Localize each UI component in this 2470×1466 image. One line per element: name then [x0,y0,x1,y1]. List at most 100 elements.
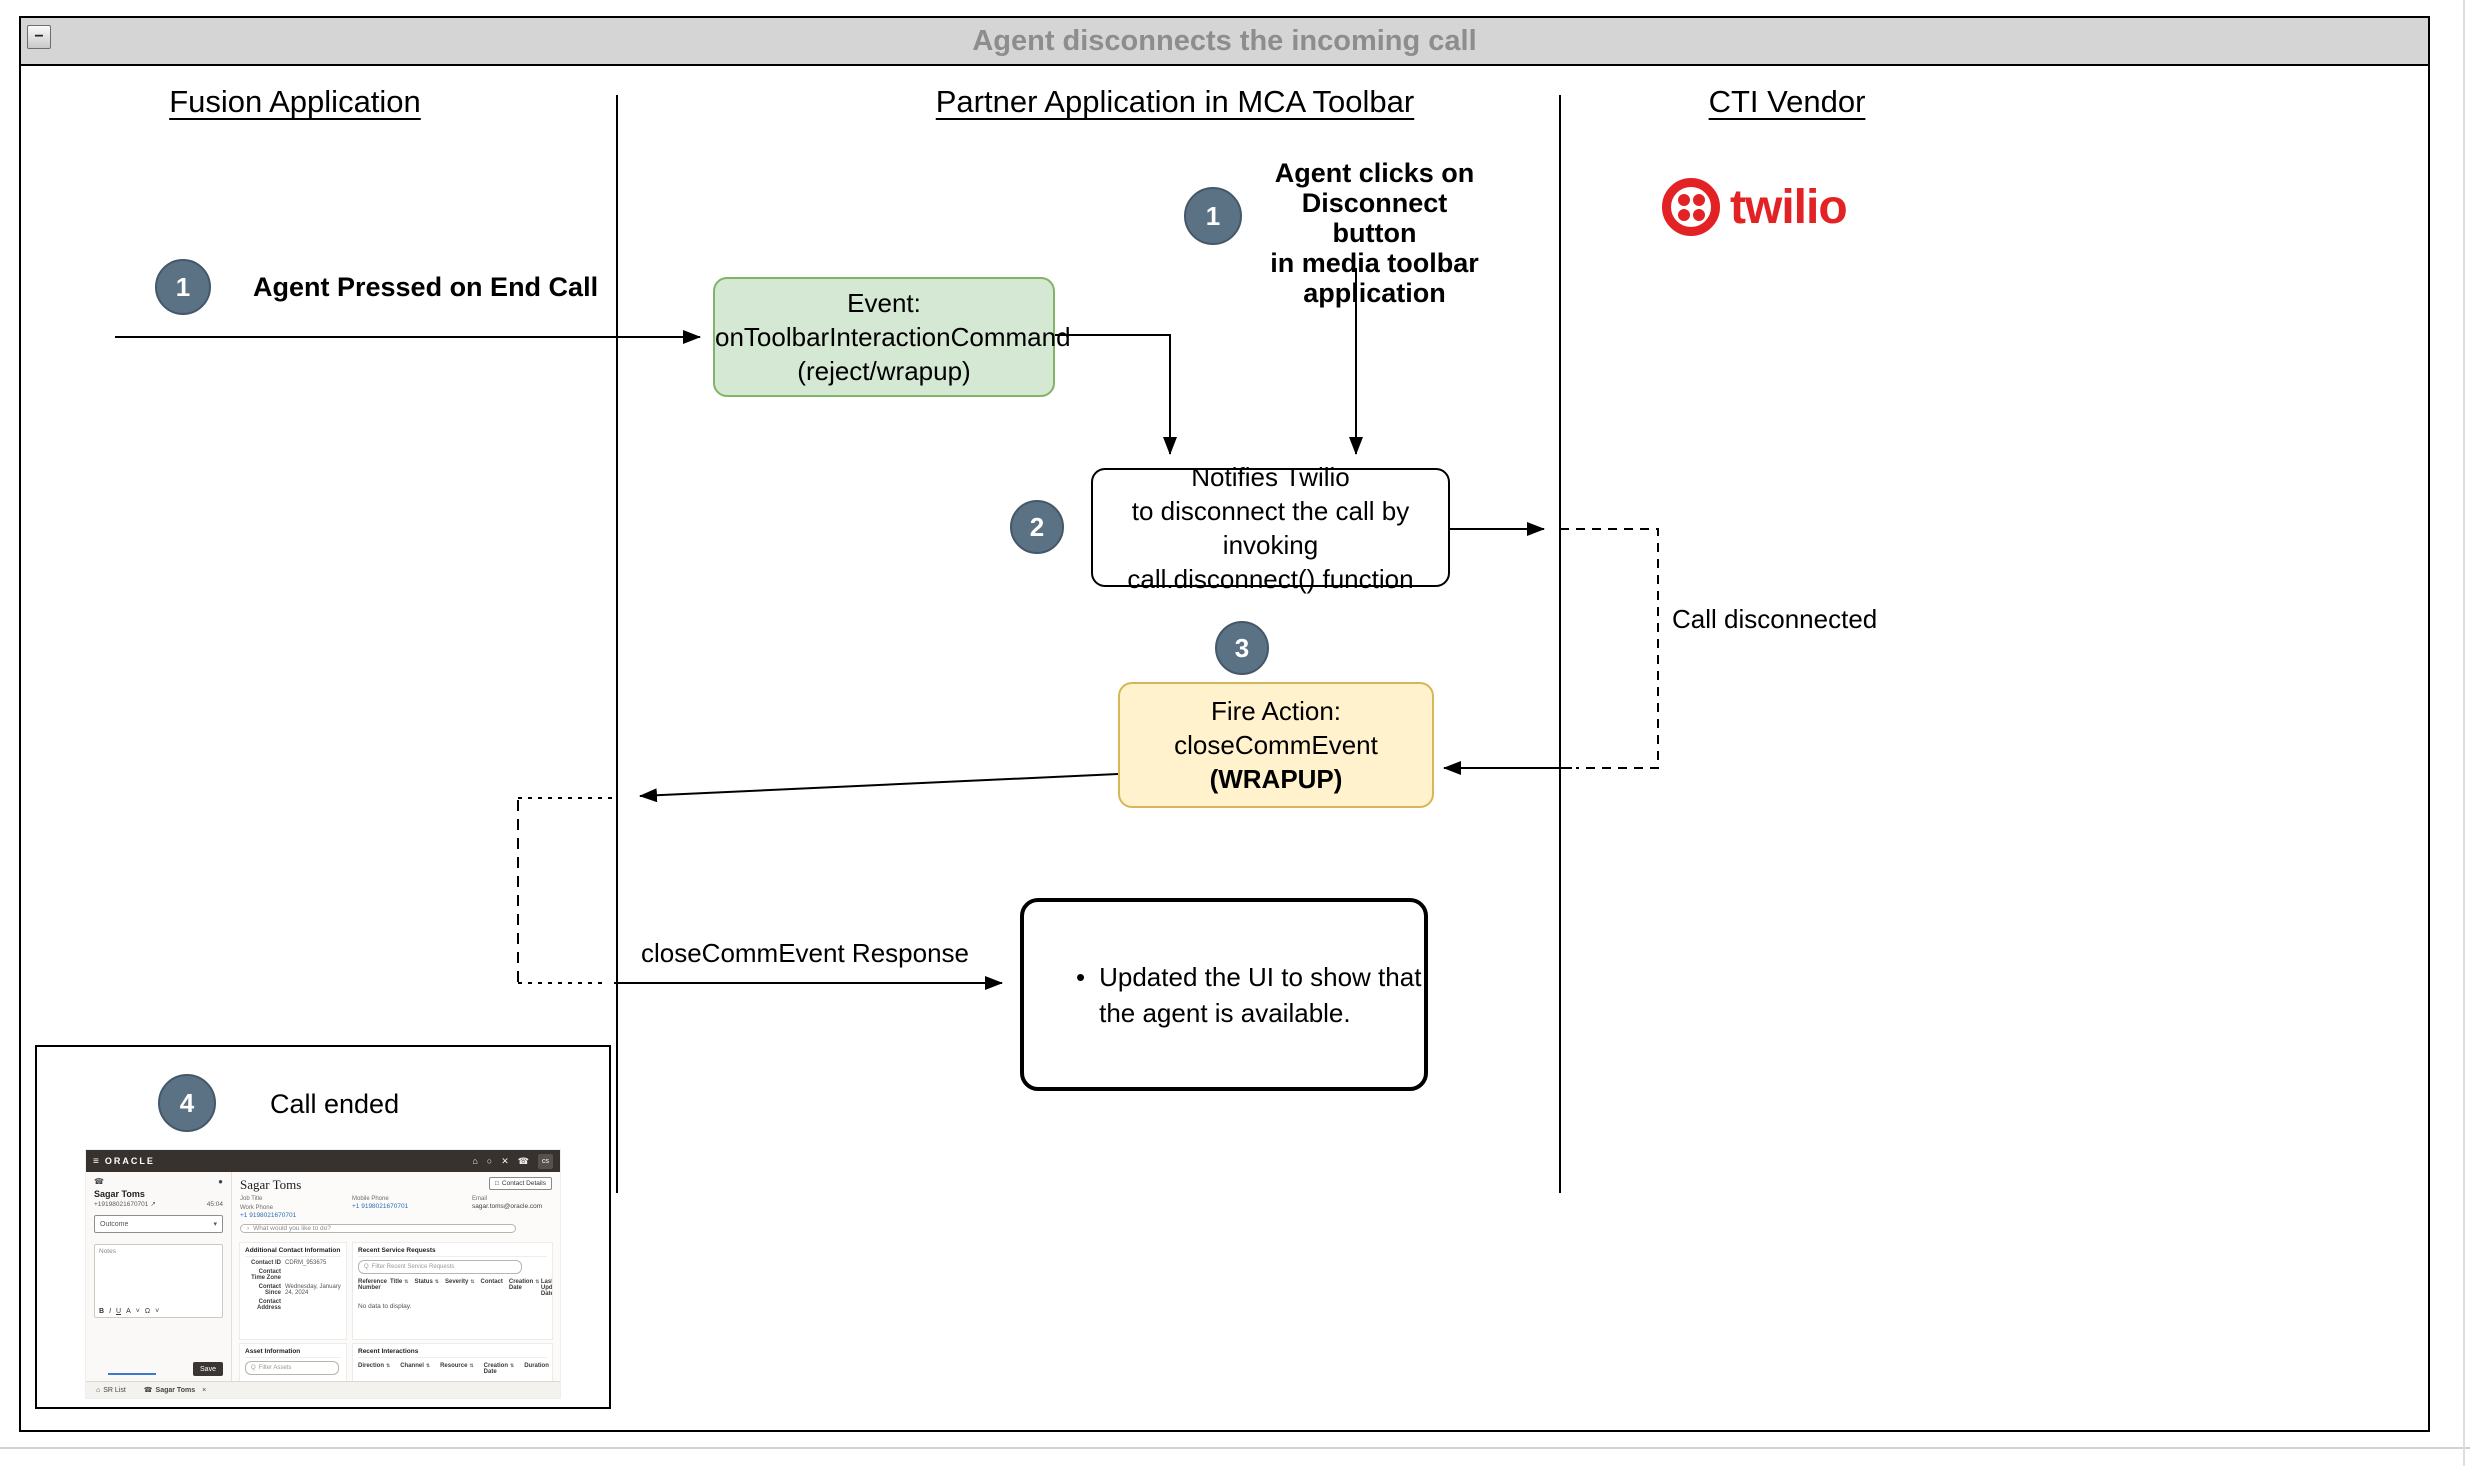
filter-placeholder: Filter Assets [258,1365,292,1371]
event-box-line: Event: [847,288,921,318]
field-value: Wednesday, January 24, 2024 [285,1284,341,1296]
bold-icon: B [99,1308,105,1315]
filter-assets-input: Q Filter Assets [245,1361,339,1375]
save-button: Save [193,1362,223,1376]
sort-icon: ⇅ [535,1279,540,1285]
diagram-title-bar: Agent disconnects the incoming call [19,16,2430,66]
mini-app-topbar: ≡ ORACLE ⌂ ○ ✕ ☎ cs [86,1150,560,1172]
work-phone-label: Work Phone [240,1205,273,1211]
document-icon: □ [494,1180,499,1187]
collapse-button[interactable]: − [27,25,51,49]
event-box-line: onToolbarInteractionCommand [715,322,1071,352]
service-requests-header-row: Reference Number Title⇅ Status⇅ Severity… [358,1279,552,1297]
column-header: Duration [524,1363,549,1369]
home-icon: ⌂ [96,1386,101,1394]
close-icon: × [202,1386,207,1394]
field-label: Contact Time Zone [251,1269,281,1281]
contact-details-button: □ Contact Details [488,1177,552,1190]
lane-header-partner: Partner Application in MCA Toolbar [935,84,1415,119]
oracle-logo: ORACLE [104,1156,155,1166]
label-line: Agent clicks on [1274,158,1475,188]
person-icon: ✕ [501,1155,509,1166]
step-number: 3 [1234,632,1250,663]
contact-detail-pane: Sagar Toms □ Contact Details Job Title W… [232,1172,560,1398]
partner-step1-label: Agent clicks on Disconnect button in med… [1262,158,1487,308]
fire-box-line: Fire Action: [1210,696,1342,726]
step-circle-3: 3 [1215,621,1269,675]
column-header: Direction⇅ [358,1363,391,1369]
additional-contact-title: Additional Contact Information [245,1247,341,1257]
caret-icon: ˅ [135,1308,140,1315]
step-circle-1-partner: 1 [1184,187,1242,245]
italic-icon: I [109,1308,112,1315]
step-number: 1 [1205,200,1221,231]
notify-box-line: Notifies Twilio [1191,461,1350,492]
column-header: Severity⇅ [444,1279,475,1285]
outcome-select: Outcome ▾ [94,1215,223,1233]
phone-toolbar-icon: ☎ [517,1155,529,1166]
tab-sagar-toms: ☎ Sagar Toms × [144,1386,207,1395]
caret-icon: ˅ [155,1308,160,1315]
call-ended-label: Call ended [270,1089,400,1119]
column-header: Contact [480,1279,503,1285]
sort-icon: ⇅ [425,1363,431,1369]
hamburger-menu-icon: ≡ [93,1155,99,1167]
sort-icon: ⇅ [469,1363,474,1369]
underline-icon: U [116,1308,122,1315]
updated-ui-text: Updated the UI to show that the agent is… [1099,959,1421,1031]
call-disconnected-label: Call disconnected [1672,604,1878,634]
label-line: Disconnect button [1301,188,1448,248]
fusion-step1-label: Agent Pressed on End Call [253,272,599,302]
mobile-phone-label: Mobile Phone [352,1196,389,1202]
recent-interactions-title: Recent Interactions [358,1348,547,1358]
fire-action-box: Fire Action: closeCommEvent (WRAPUP) [1118,682,1434,808]
tab-label: SR List [103,1386,126,1394]
fire-box-line: closeCommEvent [1174,730,1378,760]
tab-label: Sagar Toms [155,1386,196,1394]
twilio-ring-icon [1662,178,1720,236]
twilio-wordmark: twilio [1730,180,1848,234]
notes-placeholder: Notes [99,1248,116,1255]
event-box: Event: onToolbarInteractionCommand (reje… [713,277,1071,397]
field-label: Contact ID [251,1260,281,1266]
step-number: 4 [179,1087,195,1118]
step-circle-2: 2 [1010,500,1064,554]
field-value: CDRM_953675 [285,1260,327,1266]
mobile-phone-value: +1 9198021670701 [352,1203,409,1210]
notifications-icon: ○ [486,1156,493,1166]
contact-name-heading: Sagar Toms [240,1177,302,1192]
column-header: Reference Number [358,1279,388,1291]
bullet-icon: • [1076,961,1086,992]
column-header: Last Updated Date [540,1279,552,1297]
softphone-phone-icon: ☎ [94,1177,104,1186]
search-icon: Q [364,1264,369,1270]
additional-contact-card: Additional Contact Information Contact I… [240,1243,346,1339]
collapse-minus-icon: − [34,28,44,45]
email-value: sagar.toms@oracle.com [472,1203,543,1210]
notes-textarea: Notes B I U A ˅ Ω ˅ [94,1244,223,1318]
close-comm-response-label: closeCommEvent Response [640,938,970,968]
contact-details-label: Contact Details [501,1180,546,1187]
page-right-rule [2463,0,2465,1466]
asset-information-title: Asset Information [245,1348,341,1358]
step-circle-1-fusion: 1 [155,259,211,315]
updated-ui-line: Updated the UI to show that [1099,961,1422,992]
user-badge: cs [538,1153,553,1169]
job-title-label: Job Title [240,1196,263,1202]
field-label: Contact Address [256,1299,281,1311]
sort-icon: ⇅ [470,1279,475,1285]
external-link-icon: ↗ [150,1201,156,1208]
font-color-icon: A [126,1308,131,1315]
diagram-title: Agent disconnects the incoming call [972,24,1477,57]
tab-sr-list: ⌂ SR List [96,1387,126,1394]
column-header: Creation Date⇅ [483,1363,515,1375]
updated-ui-bullet-row: • Updated the UI to show that the agent … [1024,959,1424,1031]
status-dot-icon: ● [218,1177,223,1186]
notify-box-line: call.disconnect() function [1127,563,1414,594]
column-header: Creation Date⇅ [508,1279,540,1291]
call-timer: 45:04 [206,1200,223,1208]
column-header: Status⇅ [414,1279,439,1285]
symbol-icon: Ω [144,1308,151,1315]
softphone-panel: ☎ ● Sagar Toms +19198021670701 ↗ 45:04 O… [86,1172,232,1381]
